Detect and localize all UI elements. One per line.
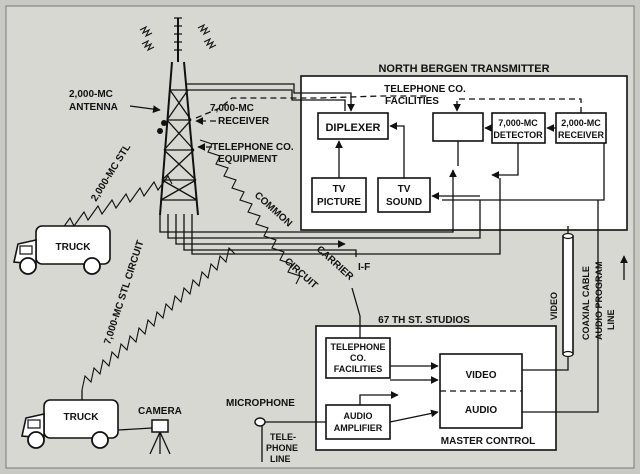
telephone-line-label-2: PHONE: [266, 443, 298, 453]
studio-telephone-label-1: TELEPHONE: [330, 342, 385, 352]
telephone-equipment-label-2: EQUIPMENT: [218, 154, 277, 165]
stl-7000-link: [81, 246, 236, 391]
microphone-label: MICROPHONE: [226, 398, 295, 409]
common-carrier-circuit: [199, 139, 361, 317]
telephone-co-facilities-label: TELEPHONE CO.: [384, 84, 466, 95]
studio-telephone-facilities-box: TELEPHONE CO. FACILITIES: [325, 337, 391, 379]
studios-title: 67 TH ST. STUDIOS: [378, 315, 470, 326]
microphone-icon: [254, 417, 326, 462]
master-control-video-audio-box: VIDEO AUDIO: [439, 353, 523, 429]
camera-icon: [117, 419, 171, 455]
audio-program-line-label-1: AUDIO PROGRAM: [594, 262, 604, 341]
broadcast-wave-icon: [139, 23, 217, 52]
studio-telephone-label-3: FACILITIES: [334, 364, 383, 374]
receiver-2000-box: 2,000-MC RECEIVER: [555, 112, 607, 144]
telephone-co-facilities-label-2: FACILITIES: [385, 96, 439, 107]
truck-2-label: TRUCK: [64, 412, 100, 423]
receiver-2000-label-1: 2,000-MC: [561, 118, 601, 128]
tv-picture-label-1: TV: [333, 184, 346, 195]
studio-connections: [359, 200, 599, 423]
antenna-2000-label-2: ANTENNA: [69, 102, 118, 113]
receiver-7000-label-1: 7,000-MC: [210, 103, 254, 114]
video-coaxial-cable-label-1: VIDEO: [549, 292, 559, 320]
receiver-2000-label-2: RECEIVER: [558, 130, 605, 140]
telephone-equipment-label-1: TELEPHONE CO.: [212, 142, 294, 153]
truck-1-label: TRUCK: [56, 242, 92, 253]
transmitter-tower: [157, 17, 199, 216]
antenna-2000-label-1: 2,000-MC: [69, 89, 113, 100]
video-coaxial-cable-label-2: COAXIAL CABLE: [581, 266, 591, 340]
north-bergen-transmitter-title: NORTH BERGEN TRANSMITTER: [378, 63, 549, 75]
diplexer-box: DIPLEXER: [317, 112, 389, 140]
telephone-facilities-box: [432, 112, 484, 142]
video-label: VIDEO: [465, 370, 496, 381]
camera-label: CAMERA: [138, 406, 182, 417]
master-control-label: MASTER CONTROL: [441, 436, 535, 447]
detector-7000-box: 7,000-MC DETECTOR: [491, 112, 546, 144]
video-coaxial-cable: [562, 226, 574, 358]
transmitter-connections: [335, 98, 605, 201]
audio-amplifier-box: AUDIO AMPLIFIER: [325, 404, 391, 440]
tv-picture-box: TV PICTURE: [311, 177, 367, 213]
audio-label: AUDIO: [465, 405, 497, 416]
tv-picture-label-2: PICTURE: [317, 197, 361, 208]
tv-sound-box: TV SOUND: [377, 177, 431, 213]
detector-label-1: 7,000-MC: [498, 118, 538, 128]
audio-amplifier-label-1: AUDIO: [344, 411, 373, 421]
telephone-line-label-3: LINE: [270, 454, 291, 464]
truck-2-icon: TRUCK: [21, 390, 119, 449]
diplexer-label: DIPLEXER: [325, 122, 380, 134]
antenna-pointer: [129, 105, 161, 113]
audio-program-line-label-2: LINE: [606, 309, 616, 330]
studio-telephone-label-2: CO.: [350, 353, 366, 363]
tower-to-transmitter-links: [159, 83, 501, 257]
tv-sound-label-2: SOUND: [386, 197, 422, 208]
detector-label-2: DETECTOR: [493, 130, 543, 140]
if-label: I-F: [358, 262, 370, 273]
tv-sound-label-1: TV: [398, 184, 411, 195]
telephone-line-label-1: TELE-: [270, 432, 296, 442]
receiver-7000-label-2: RECEIVER: [218, 116, 270, 127]
audio-amplifier-label-2: AMPLIFIER: [334, 423, 383, 433]
truck-1-icon: TRUCK: [13, 225, 111, 275]
stl-2000-link: [59, 174, 173, 233]
